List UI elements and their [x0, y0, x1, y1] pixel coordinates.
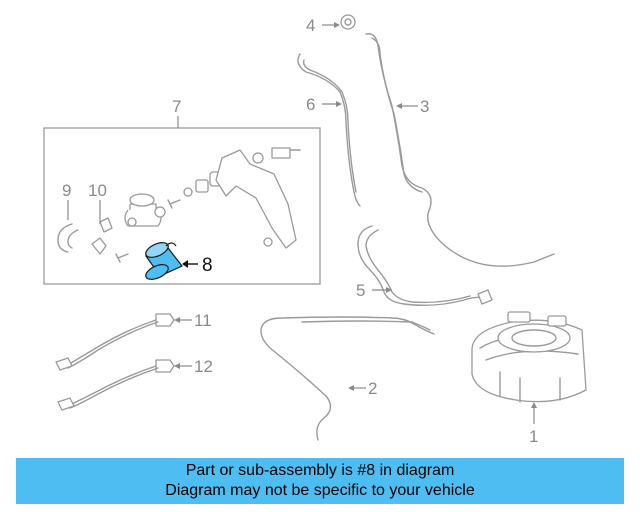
callout-1: 1 [529, 427, 538, 446]
part-10-clip [91, 217, 113, 255]
callout-2: 2 [368, 379, 377, 398]
callout-9: 9 [62, 181, 71, 200]
arrow-12 [174, 363, 180, 369]
part-11-sensor [55, 313, 175, 371]
arrow-6 [336, 101, 342, 107]
part-screw-b [115, 253, 129, 263]
arrow-1 [531, 402, 537, 408]
part-3-hose [365, 33, 555, 267]
part-6-hose [297, 53, 361, 207]
assembly-7-frame [43, 127, 321, 285]
part-valve-body [124, 193, 166, 227]
arrow-2 [348, 385, 354, 391]
callout-4: 4 [306, 16, 315, 35]
part-8-canister [145, 242, 183, 280]
arrow-8 [182, 260, 188, 268]
part-bracket [215, 149, 297, 249]
arrow-11 [174, 317, 180, 323]
part-screw-a [167, 199, 181, 209]
banner-line-1: Part or sub-assembly is #8 in diagram [185, 462, 455, 479]
arrow-5 [386, 287, 392, 293]
part-6-hose-inner [302, 59, 357, 193]
part-5-end-fitting [477, 289, 493, 305]
callout-5: 5 [356, 281, 365, 300]
part-12-sensor [57, 359, 175, 411]
banner-line-2: Diagram may not be specific to your vehi… [165, 482, 475, 499]
callout-3: 3 [420, 97, 429, 116]
callout-7: 7 [172, 97, 181, 116]
part-9-hose [57, 223, 79, 253]
callout-11: 11 [194, 311, 212, 330]
part-4-clamp [340, 14, 356, 30]
part-bracket-hole [263, 237, 273, 247]
part-1-housing [471, 311, 587, 403]
callout-6: 6 [306, 95, 315, 114]
part-2-tube-inner [301, 320, 431, 331]
parts-diagram: 7 9 10 8 4 [43, 14, 587, 446]
callout-12: 12 [194, 357, 213, 376]
part-3-hose-inner [371, 37, 423, 193]
arrow-4 [334, 22, 340, 28]
part-2-tube [260, 316, 435, 441]
callout-8: 8 [202, 255, 213, 276]
part-5-hose-inner [365, 229, 471, 304]
info-banner: Part or sub-assembly is #8 in diagram Di… [16, 458, 624, 504]
arrow-3 [396, 103, 402, 109]
callout-10: 10 [88, 181, 107, 200]
part-5-hose [357, 225, 489, 307]
